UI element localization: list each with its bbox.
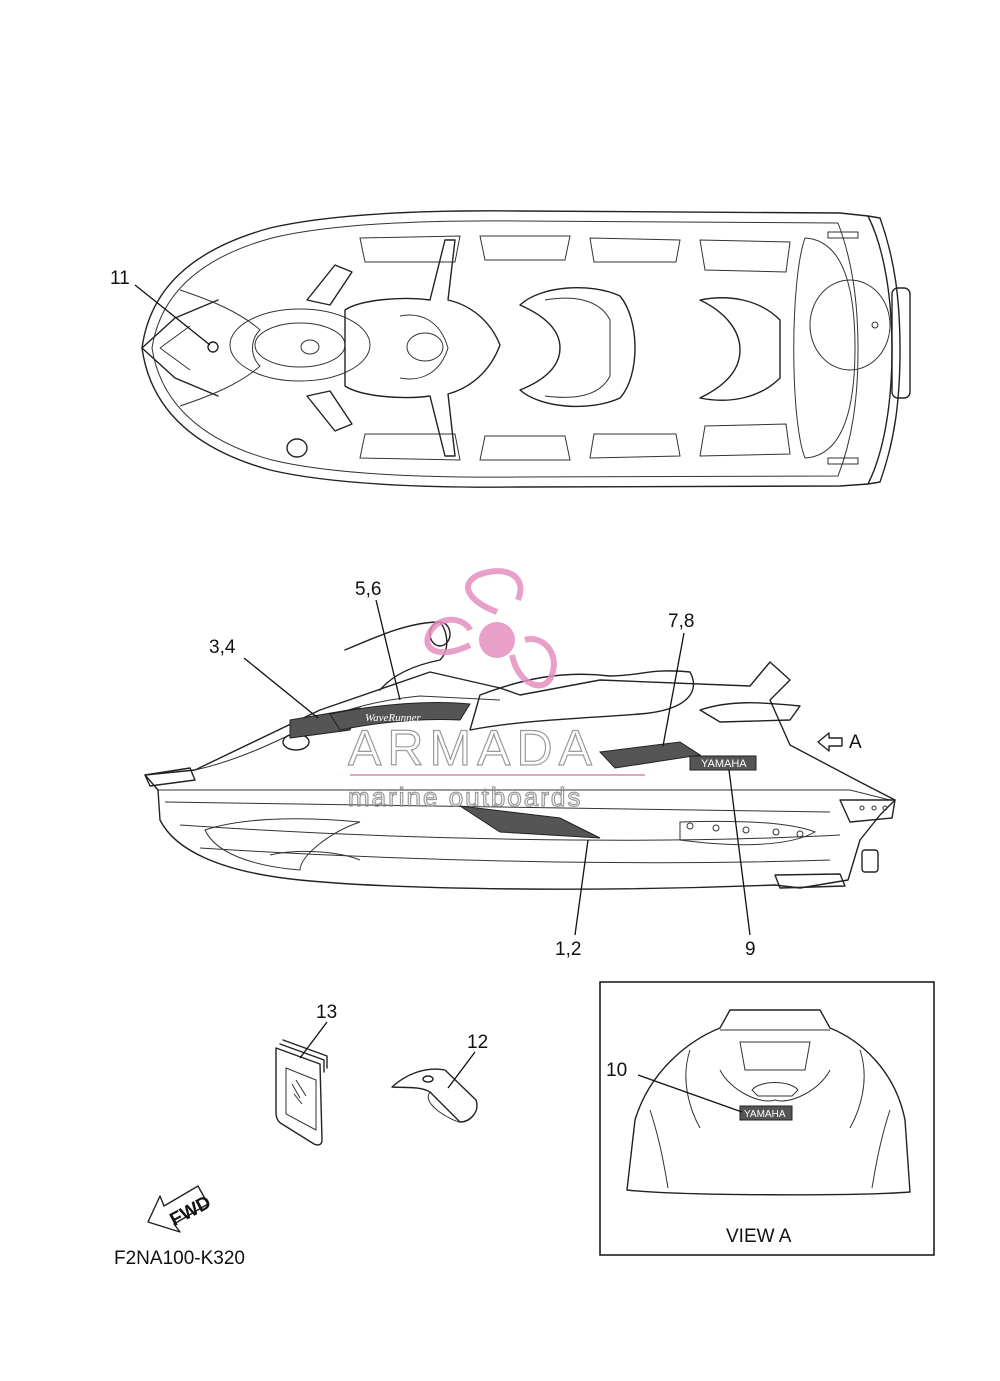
side-view-drawing: WaveRunner YAMAHA xyxy=(144,599,896,936)
fwd-label: FWD xyxy=(167,1192,215,1231)
callout-3-4: 3,4 xyxy=(209,637,236,658)
part-12-drawing xyxy=(391,1051,478,1123)
callout-13: 13 xyxy=(316,1002,337,1023)
view-arrow-label: A xyxy=(849,732,862,753)
callout-5-6: 5,6 xyxy=(355,579,381,600)
callout-11: 11 xyxy=(110,268,130,289)
callout-10: 10 xyxy=(606,1060,627,1081)
callout-12: 12 xyxy=(467,1032,488,1053)
waverunner-decal-text: WaveRunner xyxy=(365,712,422,724)
part-13-drawing xyxy=(275,1021,328,1146)
fwd-arrow: FWD xyxy=(147,1185,215,1233)
yamaha-rear-decal-text: YAMAHA xyxy=(744,1109,786,1120)
top-view-drawing xyxy=(134,210,911,488)
yamaha-side-decal-text: YAMAHA xyxy=(701,758,747,770)
part-code: F2NA100-K320 xyxy=(114,1248,245,1269)
propeller-logo-icon xyxy=(424,568,557,689)
callout-1-2: 1,2 xyxy=(555,939,581,960)
watermark-brand: ARMADA xyxy=(348,720,598,776)
armada-watermark: ARMADA marine outboards xyxy=(347,568,645,813)
callout-9: 9 xyxy=(745,939,756,960)
watermark-tagline: marine outboards xyxy=(348,782,582,812)
view-a-box: YAMAHA xyxy=(599,981,935,1256)
callout-7-8: 7,8 xyxy=(668,611,694,632)
view-a-label: VIEW A xyxy=(726,1226,792,1247)
